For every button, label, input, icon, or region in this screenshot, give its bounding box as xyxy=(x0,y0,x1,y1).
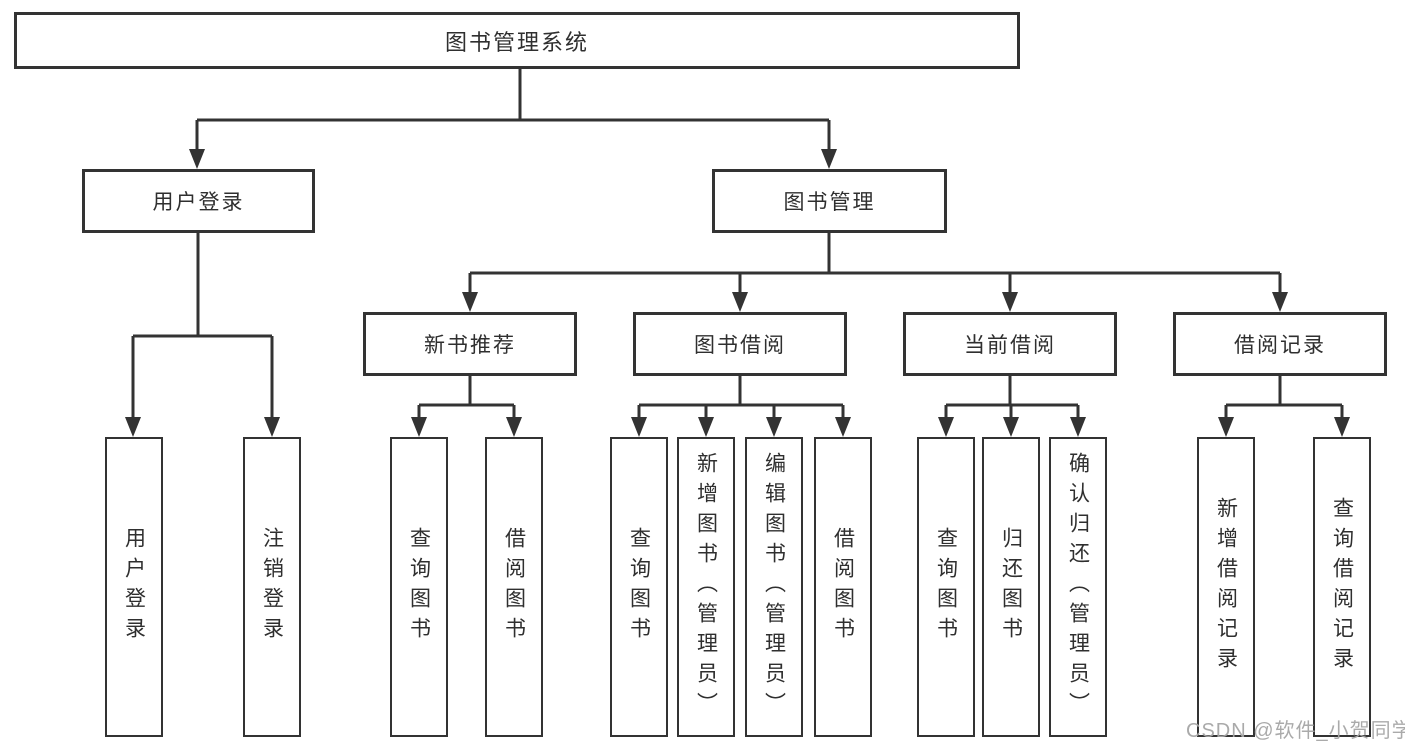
node-label: 编辑图书（管理员） xyxy=(762,452,786,722)
leaf-borrow-books-recommend: 借阅图书 xyxy=(485,437,543,737)
node-label: 借阅图书 xyxy=(831,527,855,647)
node-current-borrowing: 当前借阅 xyxy=(903,312,1117,376)
node-label: 图书管理系统 xyxy=(444,29,589,55)
node-label: 图书借阅 xyxy=(694,334,786,357)
node-label: 查询借阅记录 xyxy=(1330,497,1354,677)
node-label: 查询图书 xyxy=(407,527,431,647)
leaf-add-borrow-record: 新增借阅记录 xyxy=(1197,437,1255,737)
leaf-confirm-return-admin: 确认归还（管理员） xyxy=(1049,437,1107,737)
node-label: 当前借阅 xyxy=(964,334,1056,357)
node-label: 归还图书 xyxy=(999,527,1023,647)
leaf-edit-book-admin: 编辑图书（管理员） xyxy=(745,437,803,737)
node-label: 确认归还（管理员） xyxy=(1066,452,1090,722)
leaf-query-borrow-record: 查询借阅记录 xyxy=(1313,437,1371,737)
leaf-user-login: 用户登录 xyxy=(105,437,163,737)
node-label: 注销登录 xyxy=(260,527,284,647)
leaf-borrow-books-borrowing: 借阅图书 xyxy=(814,437,872,737)
node-book-borrowing: 图书借阅 xyxy=(633,312,847,376)
node-label: 用户登录 xyxy=(122,527,146,647)
leaf-add-book-admin: 新增图书（管理员） xyxy=(677,437,735,737)
node-borrowing-records: 借阅记录 xyxy=(1173,312,1387,376)
leaf-return-book: 归还图书 xyxy=(982,437,1040,737)
node-label: 用户登录 xyxy=(152,191,245,214)
node-new-book-recommend: 新书推荐 xyxy=(363,312,577,376)
node-label: 新书推荐 xyxy=(424,334,516,357)
leaf-logout: 注销登录 xyxy=(243,437,301,737)
leaf-query-books-borrowing: 查询图书 xyxy=(610,437,668,737)
node-label: 查询图书 xyxy=(627,527,651,647)
node-book-management-module: 图书管理 xyxy=(712,169,947,233)
arrowheads xyxy=(125,149,1350,437)
node-label: 查询图书 xyxy=(934,527,958,647)
node-label: 新增借阅记录 xyxy=(1214,497,1238,677)
node-label: 借阅记录 xyxy=(1234,334,1326,357)
leaf-query-books-current: 查询图书 xyxy=(917,437,975,737)
watermark: CSDN @软件_小贺同学 xyxy=(1186,720,1405,742)
node-label: 新增图书（管理员） xyxy=(694,452,718,722)
leaf-query-books-recommend: 查询图书 xyxy=(390,437,448,737)
node-label: 借阅图书 xyxy=(502,527,526,647)
node-label: 图书管理 xyxy=(783,191,876,214)
node-user-login-module: 用户登录 xyxy=(82,169,315,233)
node-library-system-root: 图书管理系统 xyxy=(14,12,1020,69)
